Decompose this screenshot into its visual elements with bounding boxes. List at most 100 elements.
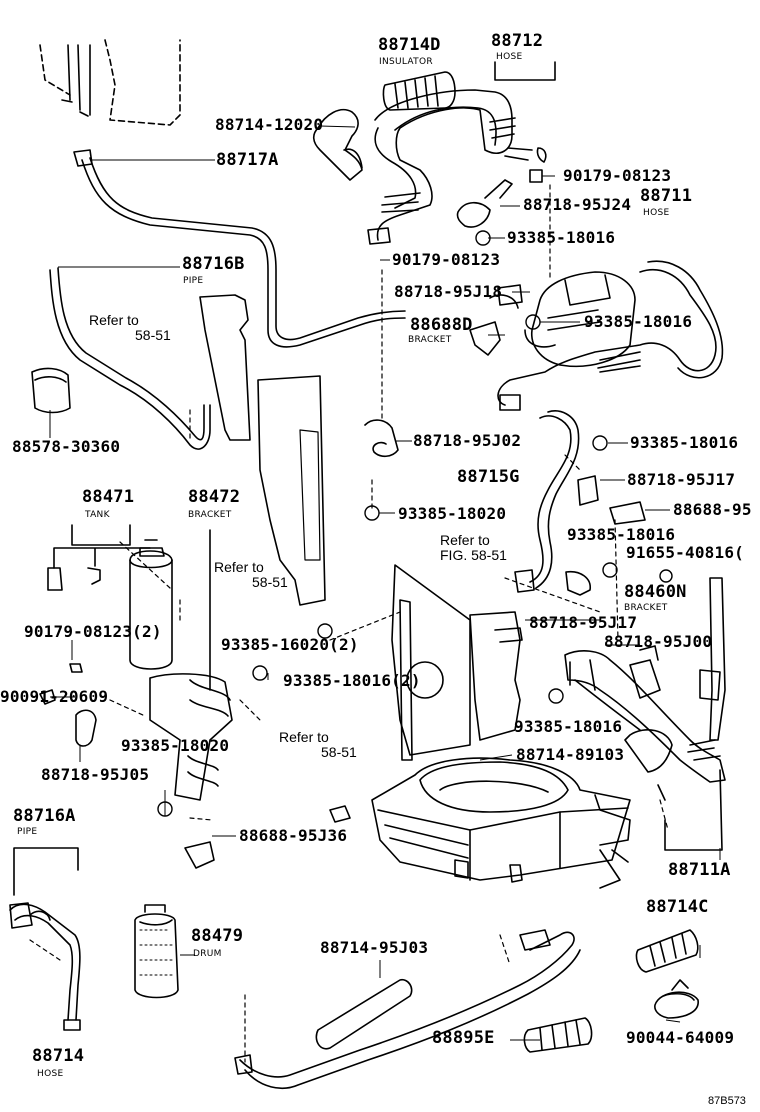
hose-88715g <box>529 415 572 583</box>
callout-88688d: 88688D <box>410 315 473 335</box>
pipe-88716a <box>9 903 81 1021</box>
callout-93385-18020: 93385-18020 <box>398 504 507 523</box>
callout-88712-desc: HOSE <box>496 52 523 62</box>
callout-90179-08123-b: 90179-08123 <box>392 250 501 269</box>
callout-88460n: 88460N <box>624 582 687 602</box>
callout-88714d: 88714D <box>378 35 441 55</box>
bracket-88688d <box>469 321 501 356</box>
refer-note-2-line2: 58-51 <box>252 573 288 590</box>
refer-note-3-line2: FIG. 58-51 <box>440 546 507 563</box>
hose-88714-12020 <box>312 108 363 181</box>
callout-88895e: 88895E <box>432 1028 495 1048</box>
refer-note-4-line2: 58-51 <box>321 743 357 760</box>
callout-88716a: 88716A <box>13 806 76 826</box>
refer-note-1-line2: 58-51 <box>135 326 171 343</box>
callout-88712: 88712 <box>491 31 544 51</box>
callout-88472-desc: BRACKET <box>188 510 232 520</box>
callout-93385-18016-e: 93385-18016 <box>514 717 623 736</box>
hose-88895e <box>523 1017 593 1053</box>
callout-88471-desc: TANK <box>85 510 110 520</box>
leader-lines <box>49 125 721 1041</box>
callout-88715g: 88715G <box>457 467 520 487</box>
callout-93385-18016-a: 93385-18016 <box>507 228 616 247</box>
callout-88718-95j00: 88718-95J00 <box>604 632 713 651</box>
hose-88714-89103 <box>624 729 673 773</box>
callout-88716b: 88716B <box>182 254 245 274</box>
hose-88714-95j03 <box>315 978 413 1050</box>
callout-93385-16020-2: 93385-16020(2) <box>221 635 359 654</box>
pipe-88716b <box>49 269 211 450</box>
insulator-88714d <box>382 71 456 111</box>
callout-90044-64009: 90044-64009 <box>626 1028 735 1047</box>
leader-dashes <box>29 184 669 1063</box>
hose-88711 <box>497 268 717 406</box>
callout-88479-desc: DRUM <box>193 949 222 959</box>
callout-88718-95j02: 88718-95J02 <box>413 431 522 450</box>
callout-90091-20609: 90091-20609 <box>0 687 109 706</box>
callout-88716b-desc: PIPE <box>183 276 204 286</box>
clamp-88718-95j24 <box>456 179 513 228</box>
callout-88714-89103: 88714-89103 <box>516 745 625 764</box>
callout-88711a: 88711A <box>668 860 731 880</box>
refer-note-4-line1: Refer to <box>279 729 329 745</box>
pipe-fitting <box>73 149 93 167</box>
hose-88711a <box>564 650 726 783</box>
pipe-insulator <box>31 367 71 414</box>
callout-88472: 88472 <box>188 487 241 507</box>
callout-88688-95j36: 88688-95J36 <box>239 826 348 845</box>
callout-91655-40816: 91655-40816( <box>626 543 744 562</box>
callout-90179-08123-2: 90179-08123(2) <box>24 622 162 641</box>
clamp-88718-95j17 <box>577 475 599 506</box>
cover-panel-tall <box>257 375 326 606</box>
callout-88718-95j24: 88718-95J24 <box>523 195 632 214</box>
callout-88717a: 88717A <box>216 150 279 170</box>
evaporator-housing-outline <box>39 39 181 126</box>
callout-88711-desc: HOSE <box>643 208 670 218</box>
callout-88688-95: 88688-95 <box>673 500 752 519</box>
callout-88718-95j17-b: 88718-95J17 <box>529 613 638 632</box>
callout-88714c: 88714C <box>646 897 709 917</box>
cooling-unit <box>371 757 631 881</box>
callout-88714-95j03: 88714-95J03 <box>320 938 429 957</box>
callout-88460n-desc: BRACKET <box>624 603 668 613</box>
callout-88714: 88714 <box>32 1046 85 1066</box>
hose-88712-clamps <box>489 117 533 161</box>
refer-note-2-line1: Refer to <box>214 559 264 575</box>
tank-bracket-88472 <box>149 673 233 801</box>
bracket-88460n <box>709 577 726 741</box>
hose-88714c <box>635 929 699 973</box>
callout-93385-18016-d: 93385-18016 <box>567 525 676 544</box>
drum-88479 <box>134 913 179 999</box>
compressor <box>531 271 636 368</box>
callout-88471: 88471 <box>82 487 135 507</box>
callout-88711: 88711 <box>640 186 693 206</box>
callout-88479: 88479 <box>191 926 244 946</box>
callout-88718-95j17: 88718-95J17 <box>627 470 736 489</box>
figure-code: 87B573 <box>708 1095 746 1107</box>
refer-note-4: Refer to 58-51 <box>279 730 357 759</box>
callout-93385-18020-b: 93385-18020 <box>121 736 230 755</box>
refer-note-3: Refer to FIG. 58-51 <box>440 533 507 562</box>
callout-88688d-desc: BRACKET <box>408 335 452 345</box>
callout-88718-95j05: 88718-95J05 <box>41 765 150 784</box>
callout-93385-18016-b: 93385-18016 <box>584 312 693 331</box>
bracket-88688-95 <box>609 501 646 525</box>
hose-clamp-90044 <box>654 991 699 1019</box>
callout-88578-30360: 88578-30360 <box>12 437 121 456</box>
refer-note-2: Refer to 58-51 <box>214 560 288 589</box>
clamp-88718-95j05 <box>75 709 97 747</box>
clamp-88718-95j02 <box>364 419 399 458</box>
pipe-88717a <box>81 159 406 348</box>
callout-90179-08123: 90179-08123 <box>563 166 672 185</box>
receiver-tank-88471 <box>129 550 173 670</box>
callout-88716a-desc: PIPE <box>17 827 38 837</box>
callout-88718-95j18: 88718-95J18 <box>394 282 503 301</box>
refer-note-1-line1: Refer to <box>89 312 139 328</box>
bracket-88688-95j36 <box>184 841 215 869</box>
evaporator-tubes <box>61 44 91 117</box>
callout-88714-12020: 88714-12020 <box>215 115 324 134</box>
refer-note-1: Refer to 58-51 <box>89 313 171 342</box>
callout-88714d-desc: INSULATOR <box>379 57 433 67</box>
